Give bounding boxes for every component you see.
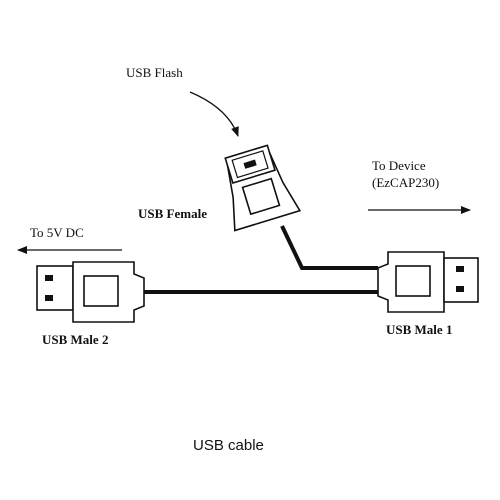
- to-device-model-label: (EzCAP230): [372, 175, 440, 190]
- to-device-label: To Device: [372, 158, 426, 173]
- usb-male-2-connector: [36, 261, 145, 323]
- usb-flash-arrow: [189, 91, 239, 137]
- usb-female-label: USB Female: [138, 206, 207, 221]
- female-branch-cable: [280, 225, 378, 270]
- usb-male-2-label: USB Male 2: [42, 332, 109, 347]
- diagram-caption: USB cable: [193, 437, 264, 454]
- to-5v-dc-label: To 5V DC: [30, 225, 84, 240]
- usb-female-connector: [224, 144, 302, 232]
- usb-flash-label: USB Flash: [126, 65, 183, 80]
- usb-male-1-label: USB Male 1: [386, 322, 453, 337]
- usb-male-1-connector: [377, 251, 479, 313]
